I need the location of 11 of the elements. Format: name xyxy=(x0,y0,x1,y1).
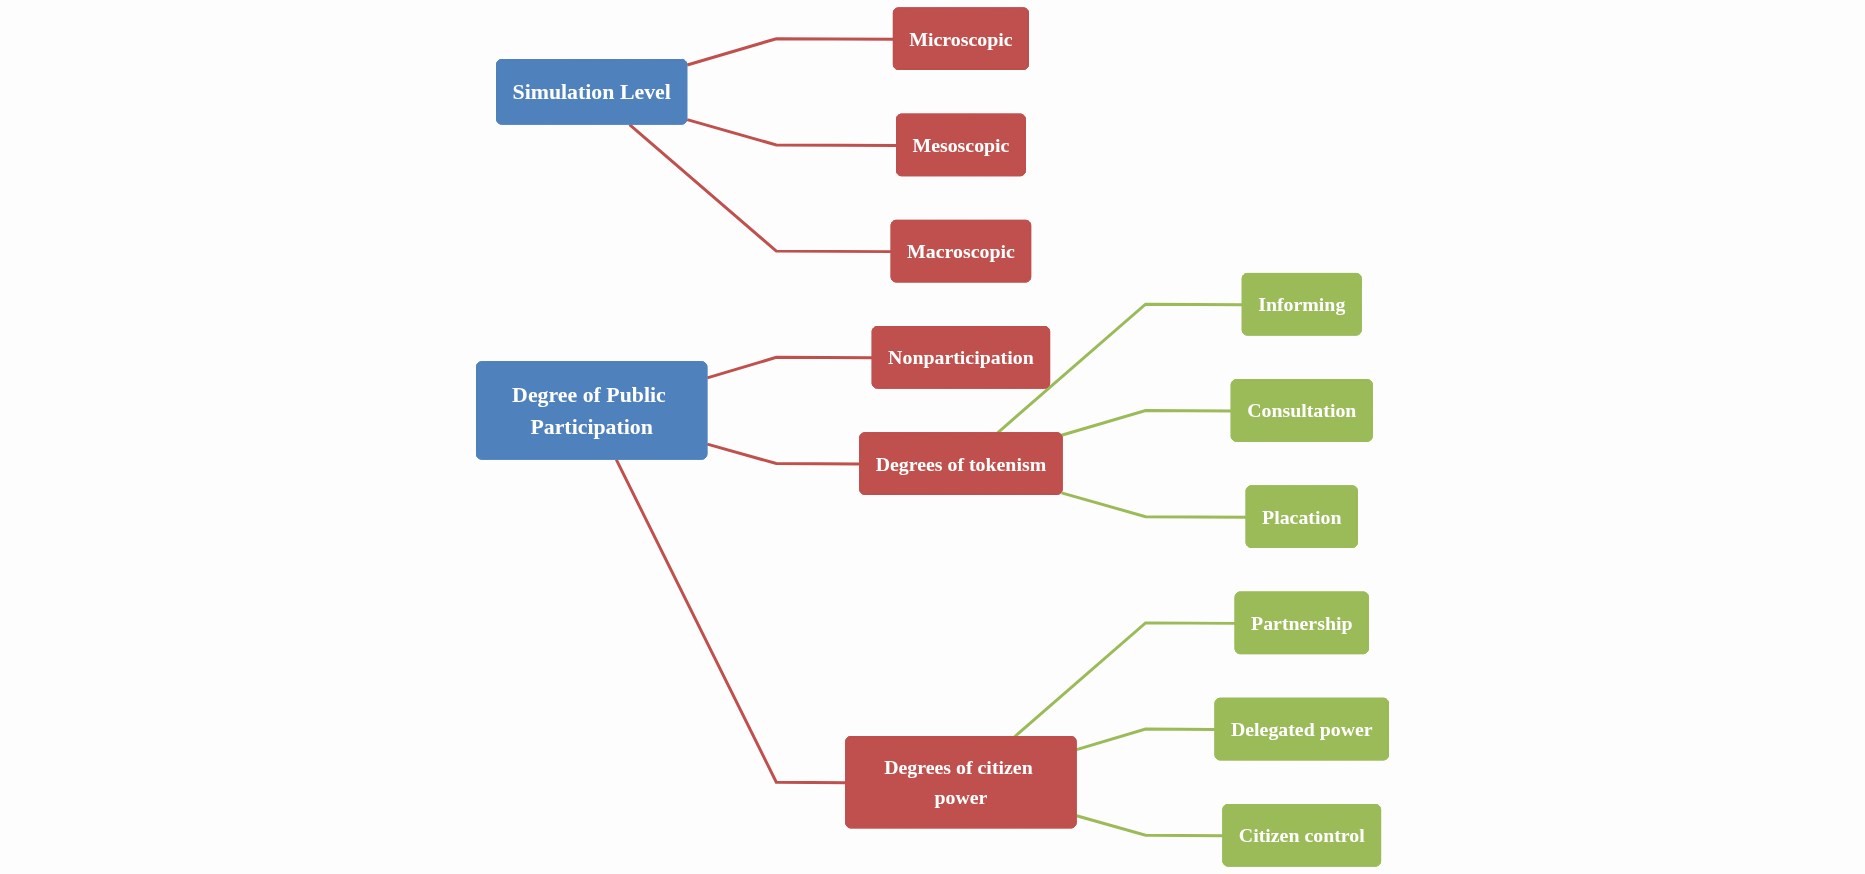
connector xyxy=(706,355,873,380)
connector xyxy=(1076,727,1216,751)
connector xyxy=(686,37,894,67)
connector xyxy=(686,118,897,147)
connector xyxy=(615,458,847,785)
connector xyxy=(1076,814,1224,838)
connector xyxy=(1061,491,1247,519)
connector xyxy=(996,302,1243,435)
connector xyxy=(628,123,892,254)
connector xyxy=(706,442,861,466)
connector xyxy=(1061,408,1232,437)
